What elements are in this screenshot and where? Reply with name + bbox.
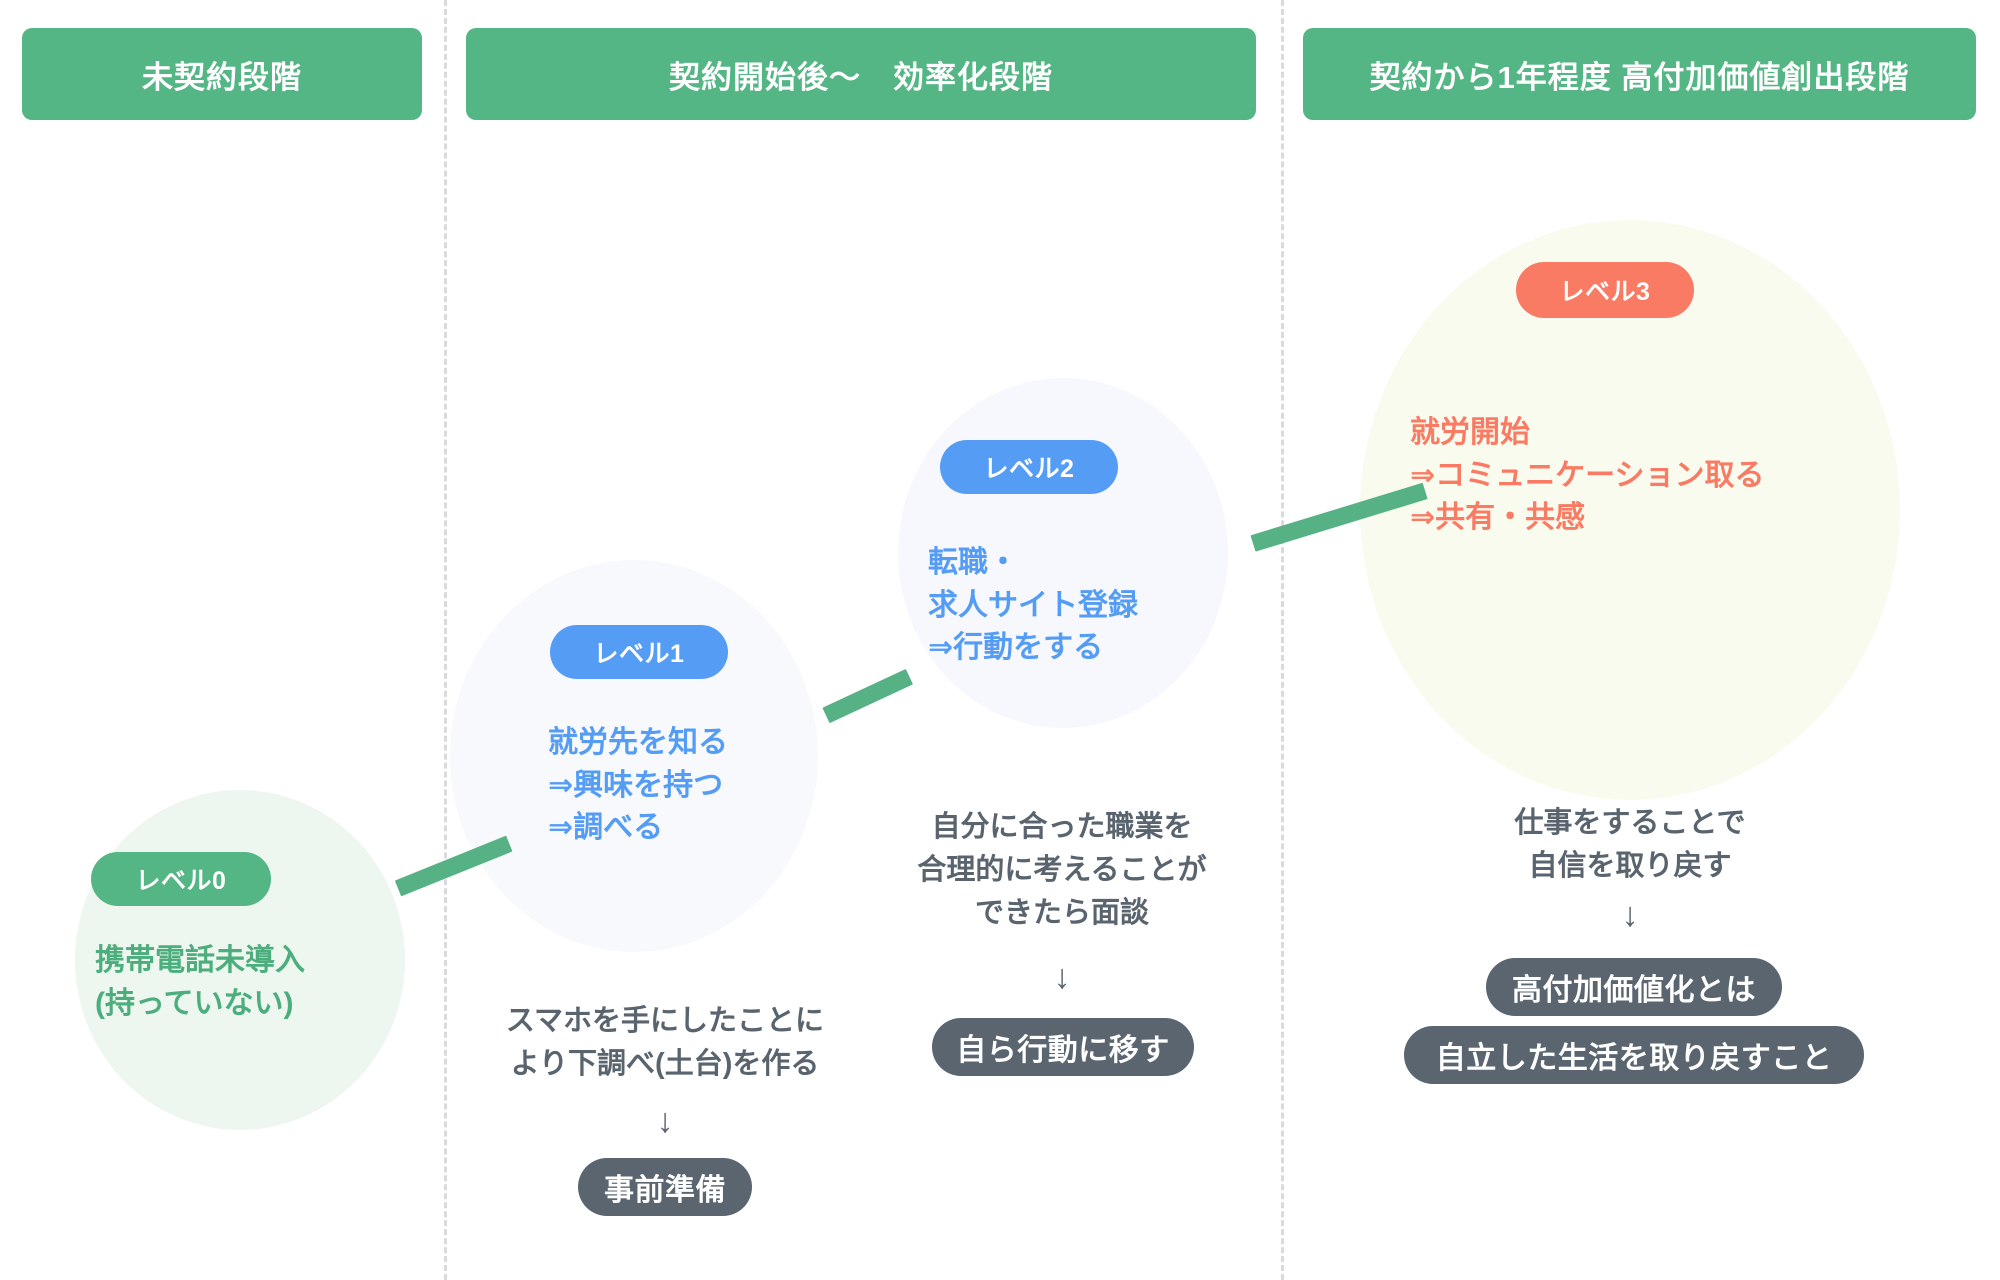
connector-level1-level2 [822,668,913,724]
stage-header-0: 未契約段階 [22,28,422,120]
level-3-badge[interactable]: レベル3 [1516,262,1694,318]
caption-3-arrow-icon: ↓ [1621,896,1639,934]
caption-1-arrow-icon: ↓ [656,1102,674,1140]
caption-3-pill-0: 高付加価値化とは [1486,958,1782,1016]
level-3-body: 就労開始 ⇒コミュニケーション取る ⇒共有・共感 [1410,416,1765,535]
level-1-badge[interactable]: レベル1 [550,625,728,679]
level-2-body: 転職・ 求人サイト登録 ⇒行動をする [928,546,1138,665]
level-2-badge[interactable]: レベル2 [940,440,1118,494]
level-0-badge[interactable]: レベル0 [91,852,271,906]
level-0-bubble [75,790,405,1130]
caption-3-pill-1: 自立した生活を取り戻すこと [1404,1026,1864,1084]
level-1-body: 就労先を知る ⇒興味を持つ ⇒調べる [548,726,728,845]
caption-1-text: スマホを手にしたことに より下調べ(土台)を作る [505,1005,825,1080]
caption-1-pill-0: 事前準備 [578,1158,752,1216]
column-divider-1 [444,0,447,1280]
caption-2-text: 自分に合った職業を 合理的に考えることが できたら面談 [917,811,1207,929]
stage-header-1: 契約開始後〜 効率化段階 [466,28,1256,120]
caption-3-text: 仕事をすることで 自信を取り戻す [1514,807,1746,882]
caption-2-arrow-icon: ↓ [1053,958,1071,996]
level-0-body: 携帯電話未導入 (持っていない) [95,944,305,1020]
stage-header-2: 契約から1年程度 高付加価値創出段階 [1303,28,1976,120]
caption-2-pill-0: 自ら行動に移す [932,1018,1194,1076]
column-divider-2 [1281,0,1284,1280]
level-2-bubble [898,378,1228,728]
